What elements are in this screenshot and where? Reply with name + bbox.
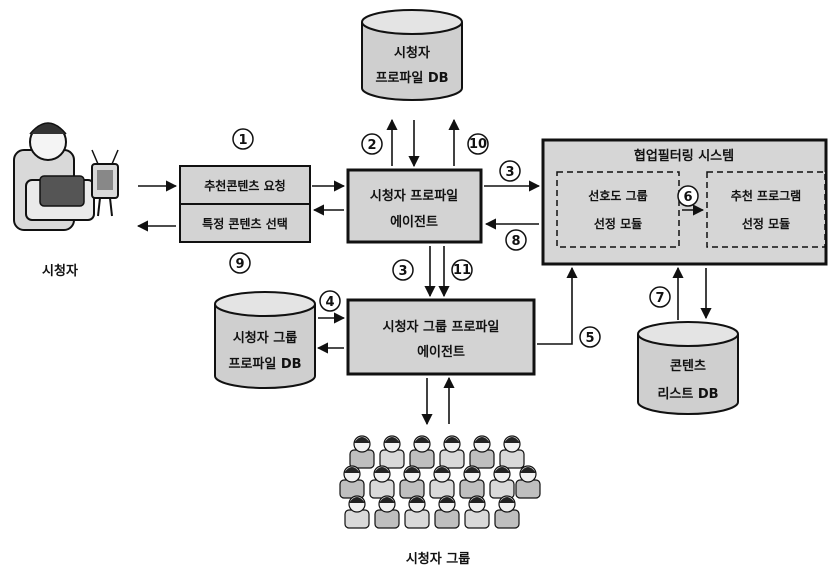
step-5: 5: [580, 327, 600, 347]
svg-text:3: 3: [398, 264, 407, 279]
step-6: 6: [678, 186, 698, 206]
group-db-label-2: 프로파일 DB: [228, 357, 301, 372]
cf-system-title: 협업필터링 시스템: [634, 148, 734, 164]
request-box-bottom: 특정 콘텐츠 선택: [202, 216, 288, 231]
crowd-person: [516, 466, 540, 498]
step-4: 4: [320, 291, 340, 311]
crowd-person: [495, 496, 519, 528]
viewer-agent-label-2: 에이전트: [390, 214, 438, 230]
crowd-person: [370, 466, 394, 498]
preference-group-module: [557, 172, 679, 247]
svg-text:10: 10: [469, 137, 487, 152]
step-9: 9: [230, 253, 250, 273]
crowd-person: [410, 436, 434, 468]
content-db-label-1: 콘텐츠: [670, 358, 706, 374]
step-8: 8: [506, 230, 526, 250]
svg-text:2: 2: [367, 138, 376, 153]
svg-text:7: 7: [655, 291, 664, 306]
step-3-bottom: 3: [393, 260, 413, 280]
step-11: 11: [452, 260, 472, 280]
svg-text:6: 6: [683, 190, 692, 205]
svg-text:3: 3: [505, 165, 514, 180]
crowd-person: [345, 496, 369, 528]
pref-module-label-2: 선정 모듈: [594, 216, 642, 231]
content-db-label-2: 리스트 DB: [657, 386, 718, 402]
rec-module-label-2: 선정 모듈: [742, 216, 790, 231]
viewer-agent-label-1: 시청자 프로파일: [370, 188, 458, 204]
recommend-program-module: [707, 172, 825, 247]
viewer-group-illustration: [340, 436, 540, 528]
step-7: 7: [650, 287, 670, 307]
crowd-person: [350, 436, 374, 468]
crowd-person: [440, 436, 464, 468]
crowd-person: [470, 436, 494, 468]
group-agent-label-1: 시청자 그룹 프로파일: [383, 319, 500, 335]
crowd-person: [500, 436, 524, 468]
request-box: 추천콘텐츠 요청 특정 콘텐츠 선택: [180, 166, 310, 242]
viewer-profile-agent: 시청자 프로파일 에이전트: [348, 170, 481, 242]
svg-text:5: 5: [585, 331, 594, 346]
request-box-top: 추천콘텐츠 요청: [204, 178, 285, 193]
crowd-person: [340, 466, 364, 498]
pref-module-label-1: 선호도 그룹: [588, 188, 647, 203]
viewer-caption: 시청자: [42, 263, 78, 279]
crowd-person: [375, 496, 399, 528]
group-db-label-1: 시청자 그룹: [233, 330, 297, 346]
svg-text:9: 9: [235, 257, 244, 272]
viewer-illustration: [14, 123, 118, 230]
content-list-db: 콘텐츠 리스트 DB: [638, 322, 738, 414]
viewer-group-caption: 시청자 그룹: [406, 551, 470, 567]
crowd-person: [380, 436, 404, 468]
viewer-group-profile-agent: 시청자 그룹 프로파일 에이전트: [348, 300, 534, 374]
crowd-person: [435, 496, 459, 528]
svg-text:8: 8: [511, 234, 520, 249]
step-1: 1: [233, 129, 253, 149]
crowd-person: [460, 466, 484, 498]
step-2: 2: [362, 134, 382, 154]
rec-module-label-1: 추천 프로그램: [731, 188, 801, 203]
crowd-person: [465, 496, 489, 528]
svg-text:4: 4: [325, 295, 334, 310]
arrow-group-agent-to-cf: [537, 268, 572, 344]
crowd-person: [400, 466, 424, 498]
svg-text:11: 11: [453, 263, 471, 278]
crowd-person: [490, 466, 514, 498]
viewer-group-profile-db: 시청자 그룹 프로파일 DB: [215, 292, 315, 388]
step-10: 10: [468, 134, 488, 154]
viewer-profile-db-label-2: 프로파일 DB: [375, 71, 448, 86]
group-agent-label-2: 에이전트: [417, 344, 465, 360]
crowd-person: [405, 496, 429, 528]
crowd-person: [430, 466, 454, 498]
viewer-profile-db: 시청자 프로파일 DB: [362, 10, 462, 100]
svg-text:1: 1: [238, 133, 247, 148]
step-3-top: 3: [500, 161, 520, 181]
viewer-profile-db-label-1: 시청자: [394, 45, 430, 61]
